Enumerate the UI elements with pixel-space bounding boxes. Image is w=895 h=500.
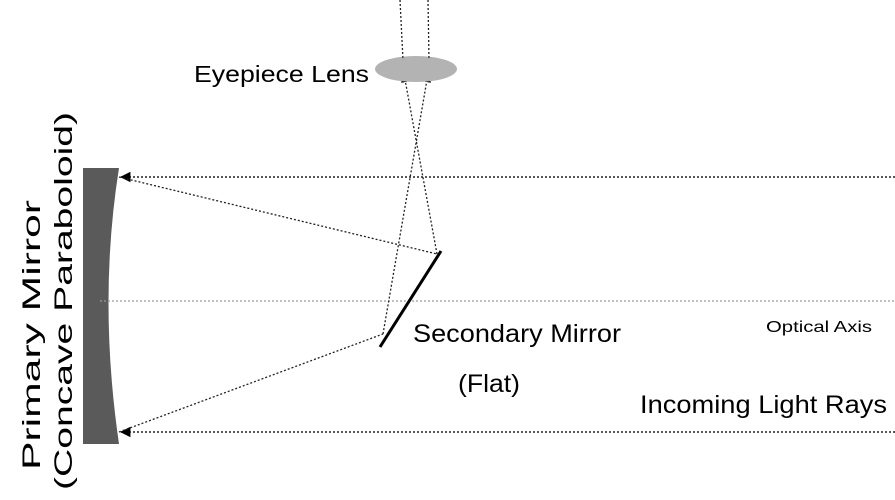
reflected-ray-top — [118, 176, 438, 255]
focus-ray-2 — [382, 73, 432, 335]
focus-ray-1 — [401, 73, 438, 255]
secondary-mirror-label: Secondary Mirror — [413, 320, 621, 348]
exit-ray-right — [427, 0, 430, 61]
primary-mirror-label: Primary Mirror — [18, 200, 46, 470]
reflected-ray-bottom — [118, 333, 384, 433]
eyepiece-label: Eyepiece Lens — [194, 61, 369, 87]
incoming-light-label: Incoming Light Rays — [640, 391, 887, 419]
secondary-mirror — [378, 250, 443, 348]
optical-axis-label: Optical Axis — [766, 319, 872, 336]
primary-mirror — [83, 168, 119, 444]
eyepiece-lens — [375, 56, 457, 82]
primary-mirror-subtitle: (Concave Paraboloid) — [50, 112, 78, 490]
secondary-mirror-subtitle: (Flat) — [458, 370, 520, 398]
exit-ray-left — [399, 0, 404, 61]
